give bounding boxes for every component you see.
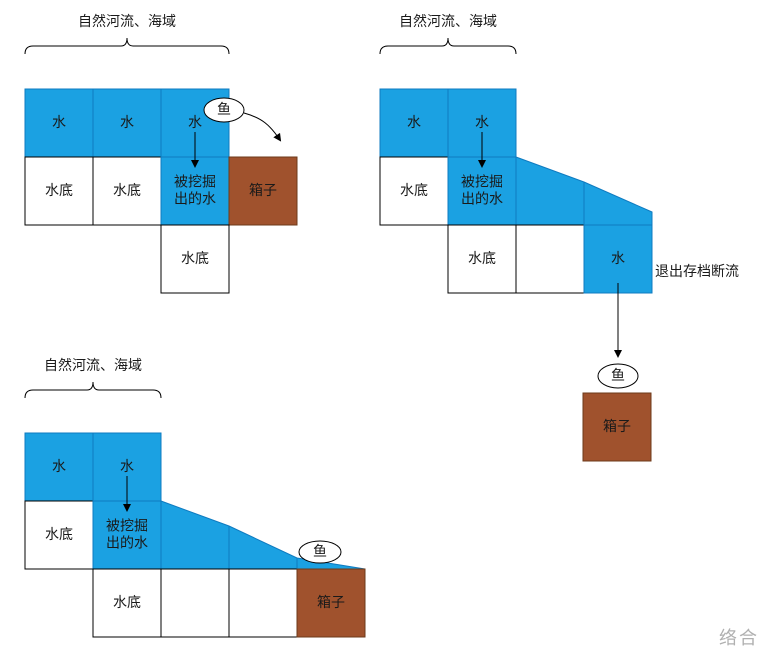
brace-label: 自然河流、海域 (44, 357, 142, 374)
waterbed-cell (24, 500, 94, 570)
brace (24, 381, 162, 399)
fish-move-arrow (243, 112, 282, 142)
waterbed-cell (160, 224, 230, 294)
waterbed-cell (228, 568, 298, 638)
water-cell (160, 156, 230, 226)
fish-label: 鱼 (611, 367, 625, 384)
cell-label: 水底 (468, 251, 496, 267)
waterbed-cell (447, 224, 517, 294)
cell-label: 被挖掘出的水 (461, 175, 503, 208)
waterbed-cell (92, 156, 162, 226)
brace (24, 37, 230, 55)
cell-label: 水 (475, 115, 489, 131)
waterbed-cell (92, 568, 162, 638)
fish-ellipse (203, 97, 245, 123)
cell-label: 水 (611, 251, 625, 267)
water-cell (583, 224, 653, 294)
box-cell (296, 568, 366, 638)
fish-label: 鱼 (217, 101, 231, 118)
cell-label: 水底 (113, 183, 141, 199)
waterbed-cell (160, 568, 230, 638)
waterbed-cell (515, 224, 585, 294)
cell-label: 水底 (45, 527, 73, 543)
cell-label: 水 (52, 115, 66, 131)
cell-label: 水底 (113, 595, 141, 611)
cell-label: 水 (120, 115, 134, 131)
brace (379, 37, 517, 55)
cell-label: 水底 (45, 183, 73, 199)
brace-label: 自然河流、海域 (399, 13, 497, 30)
cell-label: 箱子 (249, 183, 277, 199)
cell-label: 被挖掘出的水 (174, 175, 216, 208)
fish-label: 鱼 (313, 543, 327, 560)
waterbed-cell (379, 156, 449, 226)
cell-label: 水底 (400, 183, 428, 199)
fish-ellipse (597, 363, 639, 389)
water-cell (24, 432, 94, 502)
brace-label: 自然河流、海域 (78, 13, 176, 30)
water-cell (447, 156, 517, 226)
box-label: 箱子 (603, 419, 631, 435)
cell-label: 水底 (181, 251, 209, 267)
cell-label: 水 (407, 115, 421, 131)
cell-label: 水 (52, 459, 66, 475)
cell-label: 被挖掘出的水 (106, 519, 148, 552)
water-cell (92, 88, 162, 158)
cell-label: 水 (188, 115, 202, 131)
box-cell (228, 156, 298, 226)
box-cell (582, 392, 652, 462)
cell-label: 箱子 (317, 595, 345, 611)
side-note: 退出存档断流 (655, 264, 739, 280)
fish-ellipse (298, 540, 342, 564)
watermark: 络合 (719, 628, 759, 649)
cell-label: 水 (120, 459, 134, 475)
